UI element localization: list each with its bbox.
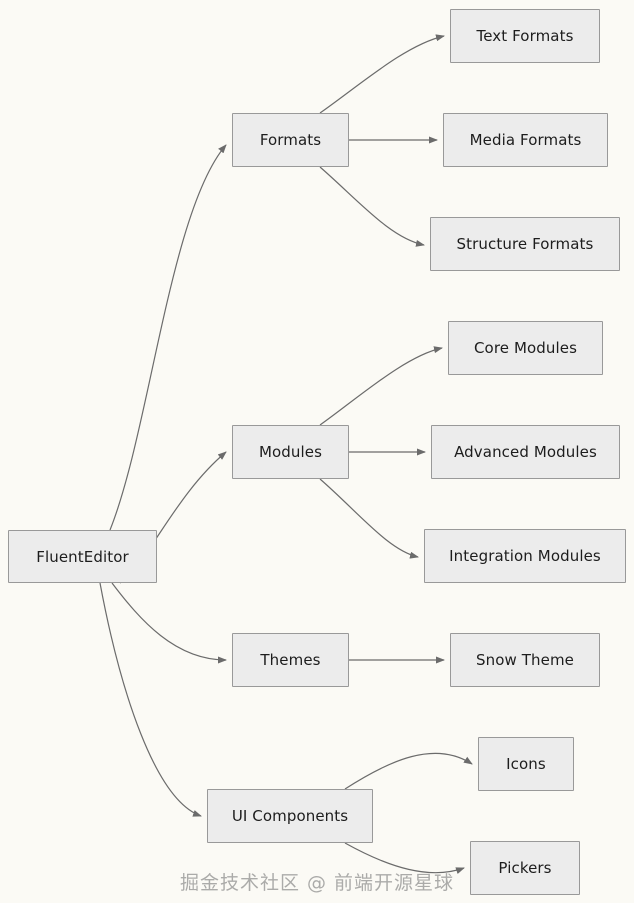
node-snow-theme[interactable]: Snow Theme: [450, 633, 600, 687]
node-label-core-modules: Core Modules: [473, 339, 578, 357]
edge-ui-components-to-icons: [344, 752, 473, 790]
edge-fluenteditor-to-ui-components: [99, 582, 202, 817]
node-label-modules: Modules: [258, 443, 323, 461]
node-label-pickers: Pickers: [498, 859, 552, 877]
edge-formats-to-structure-formats: [319, 166, 425, 247]
node-label-fluenteditor: FluentEditor: [36, 547, 129, 566]
node-media-formats[interactable]: Media Formats: [443, 113, 608, 167]
node-text-formats[interactable]: Text Formats: [450, 9, 600, 63]
node-fluenteditor[interactable]: FluentEditor: [8, 530, 157, 583]
node-label-text-formats: Text Formats: [476, 27, 574, 45]
node-label-ui-components: UI Components: [231, 807, 349, 825]
edge-fluenteditor-to-themes: [111, 582, 227, 664]
node-integration-modules[interactable]: Integration Modules: [424, 529, 626, 583]
node-modules[interactable]: Modules: [232, 425, 349, 479]
node-core-modules[interactable]: Core Modules: [448, 321, 603, 375]
edge-modules-to-integration-modules: [319, 478, 419, 559]
node-label-structure-formats: Structure Formats: [456, 235, 594, 253]
edge-fluenteditor-to-formats: [109, 144, 227, 531]
node-label-icons: Icons: [506, 755, 546, 773]
node-structure-formats[interactable]: Structure Formats: [430, 217, 620, 271]
watermark: 掘金技术社区 @ 前端开源星球: [179, 872, 455, 894]
node-pickers[interactable]: Pickers: [470, 841, 580, 895]
node-label-snow-theme: Snow Theme: [476, 651, 574, 669]
node-icons[interactable]: Icons: [478, 737, 574, 791]
node-label-media-formats: Media Formats: [469, 131, 582, 149]
node-advanced-modules[interactable]: Advanced Modules: [431, 425, 620, 479]
node-ui-components[interactable]: UI Components: [207, 789, 373, 843]
node-label-advanced-modules: Advanced Modules: [454, 443, 597, 461]
node-label-formats: Formats: [259, 131, 322, 149]
node-label-integration-modules: Integration Modules: [449, 547, 601, 565]
edge-formats-to-text-formats: [319, 34, 445, 114]
node-themes[interactable]: Themes: [232, 633, 349, 687]
edge-modules-to-core-modules: [319, 346, 443, 426]
node-label-themes: Themes: [260, 651, 321, 669]
node-formats[interactable]: Formats: [232, 113, 349, 167]
